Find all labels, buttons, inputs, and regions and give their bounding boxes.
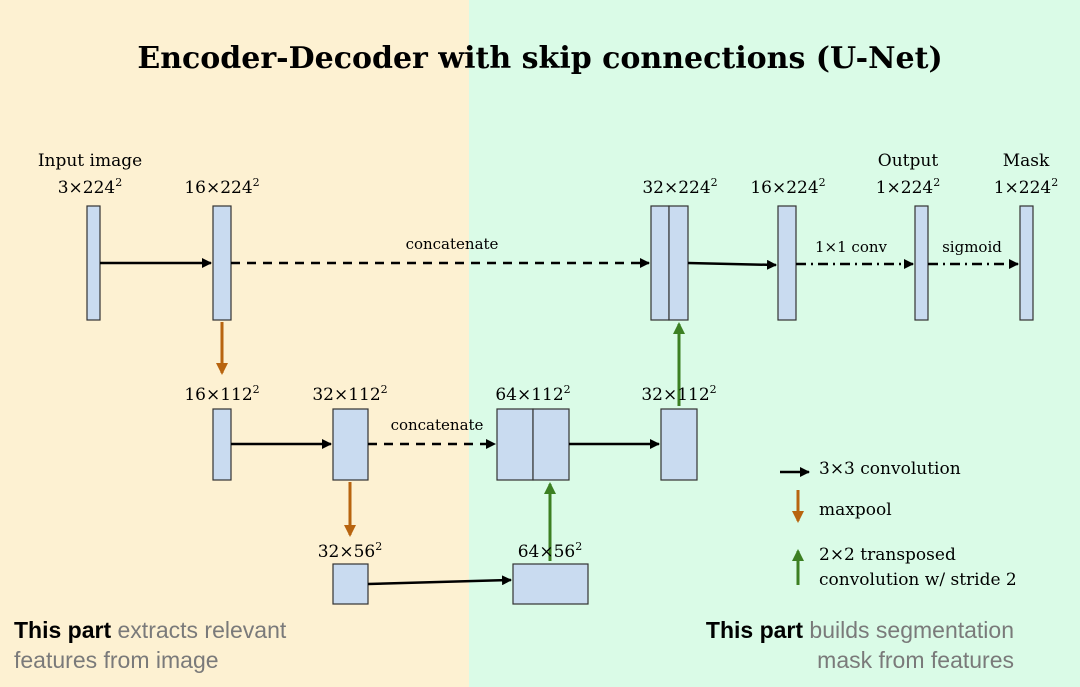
- mask-label: Mask: [1003, 151, 1050, 171]
- decoder1-block: [777, 205, 797, 321]
- bottleneck-block: [512, 563, 589, 605]
- encoder-note-line2: features from image: [14, 647, 219, 673]
- conv-arrow-dec1: [687, 259, 777, 270]
- shape-label-dec2: 32×1122: [641, 383, 716, 405]
- shape-label-enc2a: 16×1122: [184, 383, 259, 405]
- encoder-region: [0, 0, 469, 687]
- legend-upconv-label-1: 2×2 transposed: [819, 545, 956, 565]
- input-image-block: [86, 205, 101, 321]
- conv1x1-label: 1×1 conv: [815, 238, 888, 256]
- shape-label-input: 3×2242: [58, 176, 123, 198]
- legend-conv-label: 3×3 convolution: [819, 459, 961, 479]
- output-label: Output: [878, 151, 939, 171]
- concatenate-mid-label: concatenate: [391, 416, 484, 434]
- decoder2-concat-block-a: [496, 408, 534, 481]
- shape-label-dec1: 16×2242: [750, 176, 825, 198]
- shape-label-bottleneck: 64×562: [518, 540, 583, 562]
- decoder2-block: [660, 408, 698, 481]
- input-image-label: Input image: [38, 151, 142, 171]
- shape-label-dec1-concat: 32×2242: [642, 176, 717, 198]
- decoder-note-line1: This part builds segmentation: [706, 617, 1014, 643]
- legend-upconv-label-2: convolution w/ stride 2: [819, 570, 1017, 590]
- shape-label-enc1: 16×2242: [184, 176, 259, 198]
- sigmoid-label: sigmoid: [942, 238, 1002, 256]
- legend: 3×3 convolution maxpool 2×2 transposed c…: [780, 459, 1017, 590]
- output-block: [914, 205, 929, 321]
- shape-label-mask: 1×2242: [994, 176, 1059, 198]
- encoder-note-line1: This part extracts relevant: [14, 617, 287, 643]
- encoder2b-block: [332, 408, 369, 481]
- legend-maxpool-label: maxpool: [819, 500, 892, 520]
- encoder1-block: [212, 205, 232, 321]
- shape-label-output: 1×2242: [876, 176, 941, 198]
- diagram-title: Encoder-Decoder with skip connections (U…: [137, 41, 942, 76]
- encoder3-block: [332, 563, 369, 605]
- shape-label-enc2b: 32×1122: [312, 383, 387, 405]
- mask-block: [1019, 205, 1034, 321]
- encoder2a-block: [212, 408, 232, 481]
- decoder1-concat-block-a: [650, 205, 670, 321]
- decoder-note-line2: mask from features: [817, 647, 1014, 673]
- conv-arrow-bottleneck: [367, 575, 512, 586]
- shape-label-dec2-concat: 64×1122: [495, 383, 570, 405]
- shape-label-enc3: 32×562: [318, 540, 383, 562]
- decoder2-concat-block-b: [532, 408, 570, 481]
- concatenate-top-label: concatenate: [406, 235, 499, 253]
- decoder1-concat-block-b: [668, 205, 689, 321]
